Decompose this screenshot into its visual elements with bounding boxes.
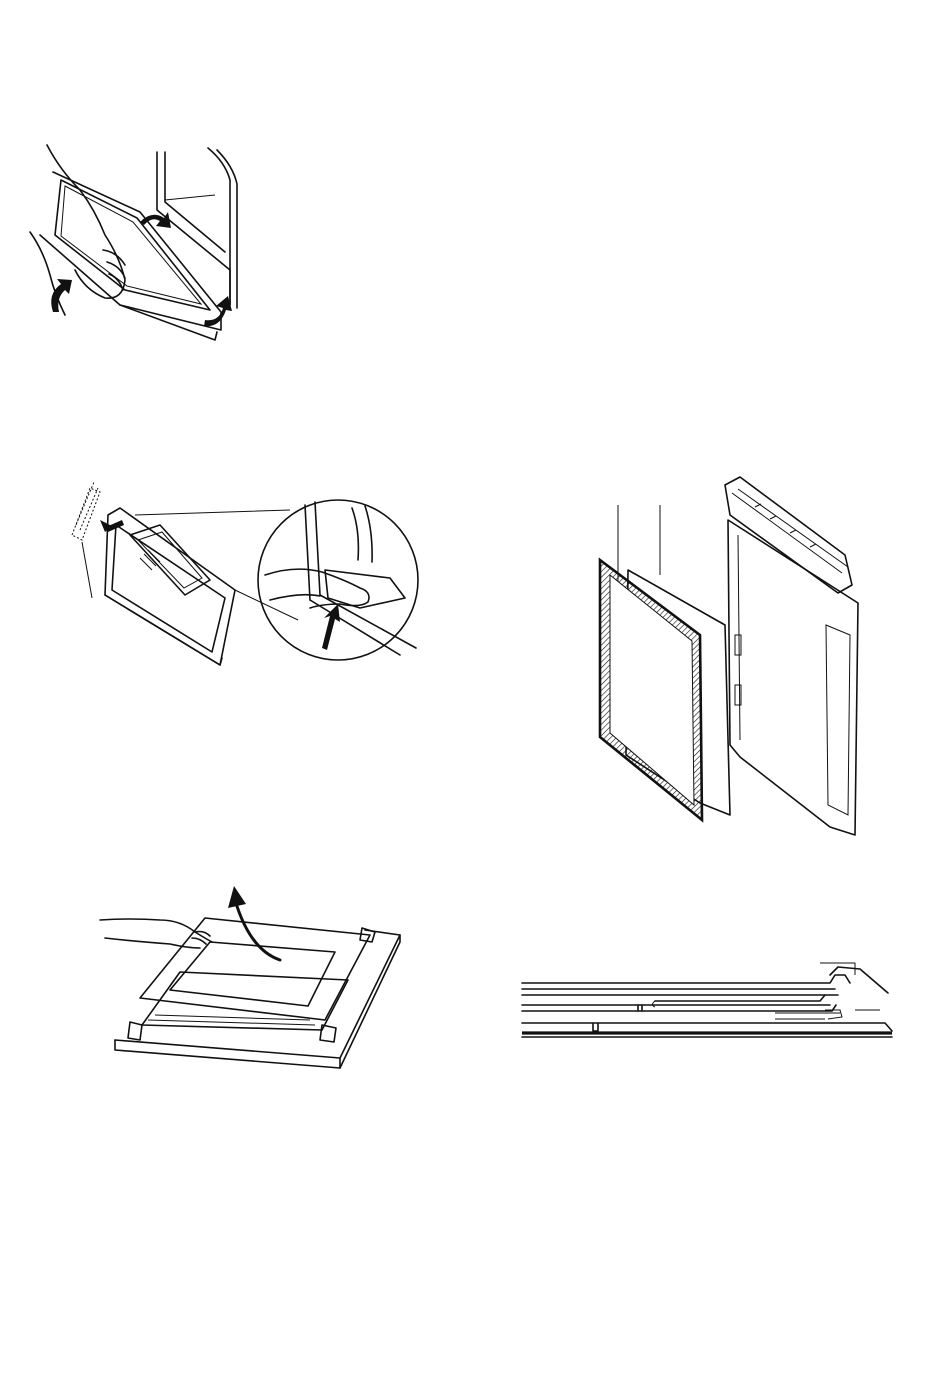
fig-door-cross-section (520, 955, 895, 1050)
fig-door-removal (25, 140, 245, 350)
exploded-panels-illustration (590, 475, 870, 845)
fig-glass-panel-lift (100, 880, 410, 1070)
door-removal-illustration (25, 140, 245, 350)
push-arrow-icon (322, 604, 340, 650)
fig-door-clip-release (60, 480, 420, 680)
glass-lift-illustration (100, 880, 410, 1070)
rotate-arrow-icon (204, 296, 232, 326)
rotate-arrow-icon (140, 212, 171, 228)
door-clip-illustration (60, 480, 420, 680)
pull-arrow-icon (100, 520, 124, 532)
fig-glass-panel-exploded (590, 475, 870, 845)
lift-arrow-icon (228, 886, 246, 908)
cross-section-illustration (520, 955, 895, 1050)
